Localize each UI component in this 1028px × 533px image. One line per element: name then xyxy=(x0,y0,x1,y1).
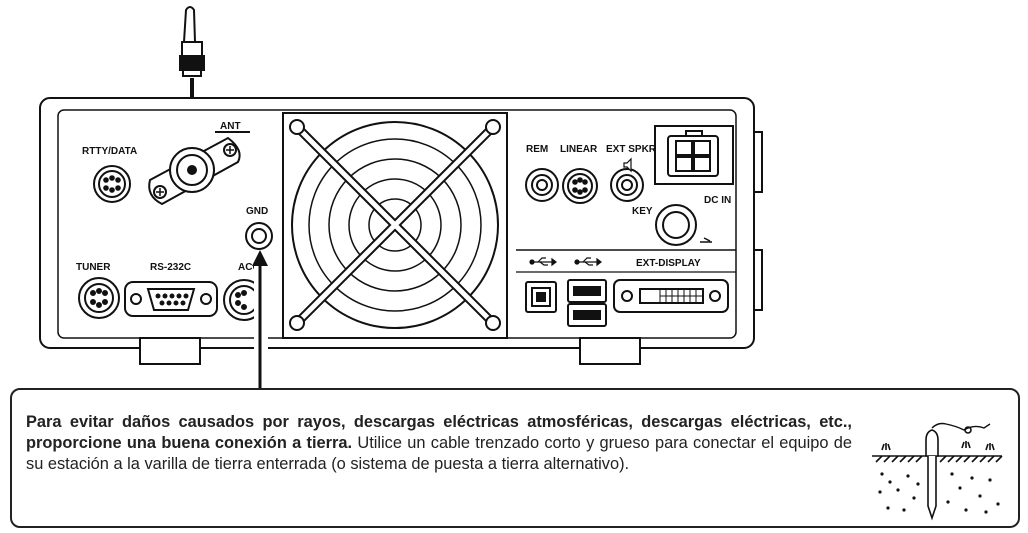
rs232c-connector xyxy=(124,281,218,317)
gnd-label: GND xyxy=(246,206,268,217)
linear-connector xyxy=(562,168,598,204)
rem-jack xyxy=(525,168,559,202)
acc-label: ACC xyxy=(238,262,260,273)
rtty-data-label: RTTY/DATA xyxy=(82,146,137,157)
key-label: KEY xyxy=(632,206,653,217)
ext-spkr-label: EXT SPKR xyxy=(606,144,657,155)
cooling-fan xyxy=(282,112,508,339)
usb-icon xyxy=(574,257,602,267)
usb-b-port xyxy=(525,281,557,313)
ext-display-label: EXT-DISPLAY xyxy=(636,258,701,269)
rem-label: REM xyxy=(526,144,548,155)
tuner-label: TUNER xyxy=(76,262,111,273)
linear-label: LINEAR xyxy=(560,144,598,155)
rs232c-label: RS-232C xyxy=(150,262,191,273)
usb-a-port xyxy=(567,279,607,327)
dc-in-connector xyxy=(654,125,734,185)
grounding-note-box xyxy=(10,388,1020,528)
ground-rod-illustration xyxy=(872,422,1003,521)
ant-label: ANT xyxy=(220,121,241,132)
key-jack xyxy=(655,204,712,246)
arrow-to-gnd-icon xyxy=(252,250,268,392)
ext-spkr-jack xyxy=(610,157,644,202)
dc-in-label: DC IN xyxy=(704,195,731,206)
rtty-data-connector xyxy=(93,165,131,203)
antenna-cable xyxy=(179,6,205,77)
ext-display-port xyxy=(613,279,729,313)
tuner-connector xyxy=(78,277,120,319)
grounding-warning-bold: Para evitar daños causados por rayos, de… xyxy=(26,413,852,452)
grounding-note-text: Para evitar daños causados por rayos, de… xyxy=(26,412,852,475)
usb-icon xyxy=(529,257,557,267)
ant-connector xyxy=(148,136,241,206)
gnd-terminal xyxy=(245,222,273,250)
grounding-instructions: Utilice un cable trenzado corto y grueso… xyxy=(26,434,852,473)
